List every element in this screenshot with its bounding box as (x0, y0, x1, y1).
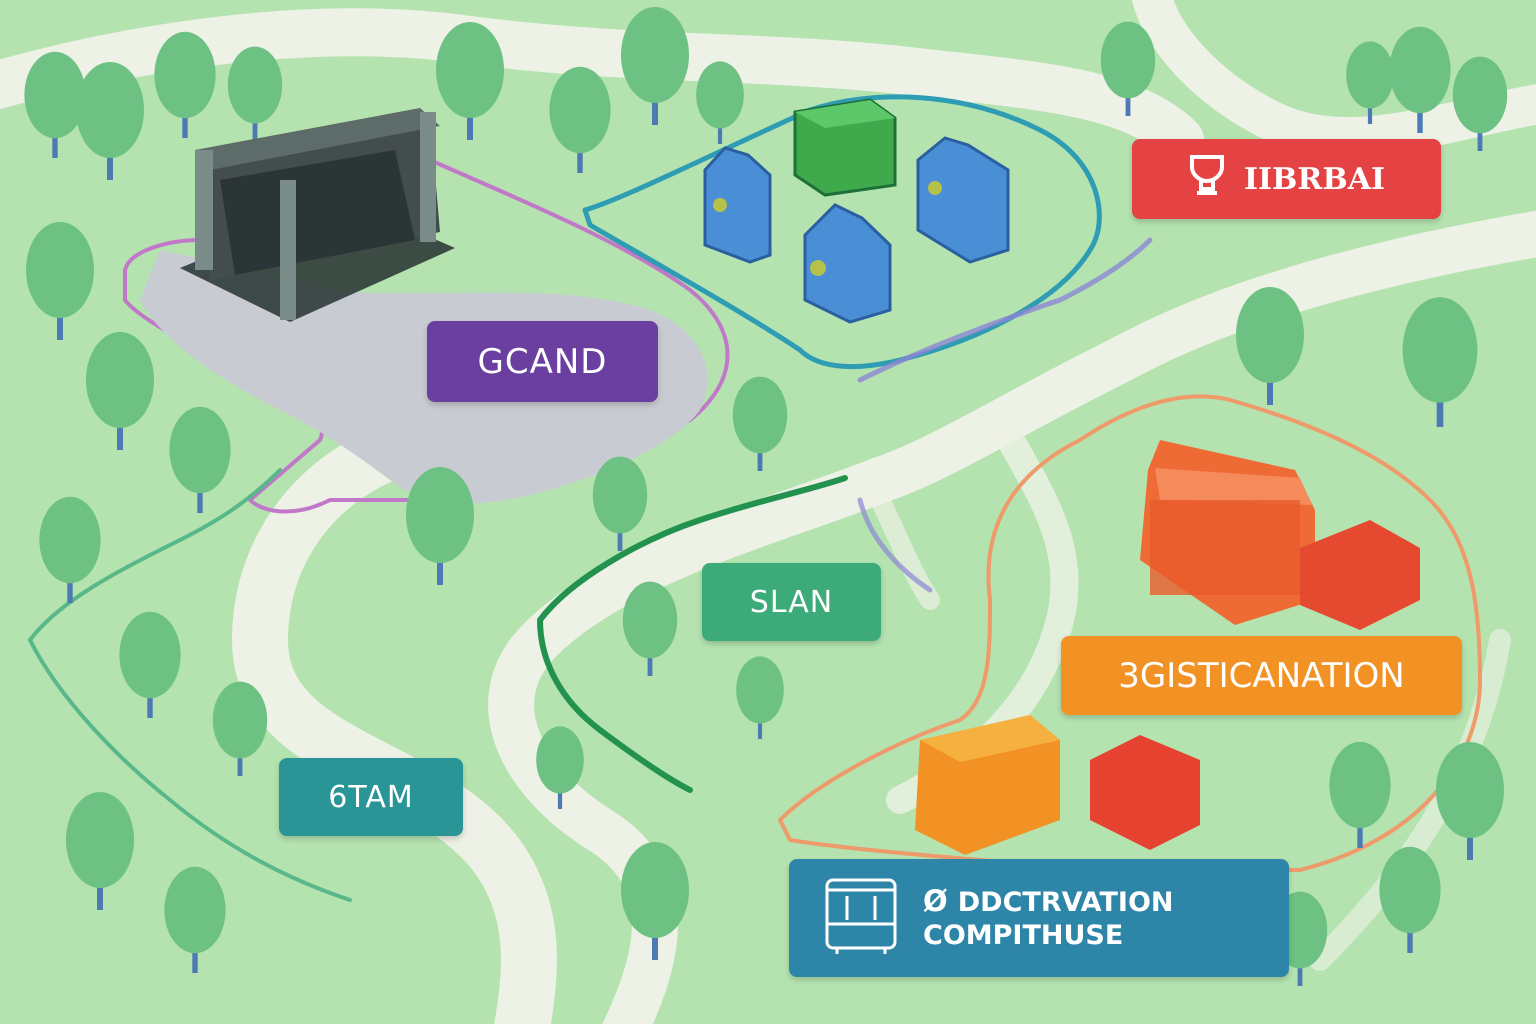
zone-label-text-group: Ø DDCTRVATION COMPITHUSE (923, 884, 1174, 952)
tree (549, 66, 611, 173)
tree (86, 332, 154, 450)
tree (119, 611, 181, 718)
tree (1329, 741, 1391, 848)
tree (26, 222, 94, 340)
tree (154, 31, 216, 138)
orange-building (915, 715, 1060, 855)
zone-label-orange[interactable]: 3GISTICANATION (1061, 636, 1462, 715)
tree (39, 496, 101, 603)
red-buildings (1090, 440, 1420, 850)
tree (622, 581, 678, 676)
tree (436, 22, 504, 140)
tree (592, 456, 648, 551)
tree (212, 681, 268, 776)
tree (1436, 742, 1504, 860)
trees (24, 7, 1508, 986)
zone-label-blue[interactable]: Ø DDCTRVATION COMPITHUSE (789, 859, 1289, 977)
cup-icon (1188, 153, 1226, 205)
tree (732, 376, 788, 471)
tree (736, 656, 784, 739)
tree (536, 726, 584, 809)
zone-label-gcand[interactable]: GCAND (427, 321, 658, 402)
tree (1402, 297, 1478, 427)
stage-building (180, 108, 455, 322)
zone-label-line-1: Ø DDCTRVATION (923, 884, 1174, 919)
zone-label-top-right[interactable]: IIBRBAI (1132, 139, 1441, 219)
tree (66, 792, 134, 910)
tree (696, 61, 744, 144)
tree (1452, 56, 1508, 151)
tree (227, 46, 283, 141)
tree (1389, 26, 1451, 133)
tree (169, 406, 231, 513)
tree (621, 7, 689, 125)
blue-cabin (703, 146, 772, 264)
tree (1100, 21, 1156, 116)
zone-label-line-2: COMPITHUSE (923, 919, 1124, 951)
blue-cabin (803, 203, 892, 324)
tree (621, 842, 689, 960)
tree (76, 62, 144, 180)
tree (24, 51, 86, 158)
zone-label-text: IIBRBAI (1243, 161, 1386, 197)
zone-outlines (28, 94, 1482, 902)
zone-label-6tam[interactable]: 6TAM (279, 758, 463, 836)
tree (1346, 41, 1394, 124)
blue-cabin (916, 136, 1010, 264)
green-cabin (793, 98, 897, 197)
tree (164, 866, 226, 973)
tree (1236, 287, 1304, 405)
blue-cabins (703, 98, 1010, 324)
zone-label-slan[interactable]: SLAN (702, 563, 881, 641)
tree (406, 467, 474, 585)
tree (1379, 846, 1441, 953)
bus-icon (823, 876, 899, 960)
